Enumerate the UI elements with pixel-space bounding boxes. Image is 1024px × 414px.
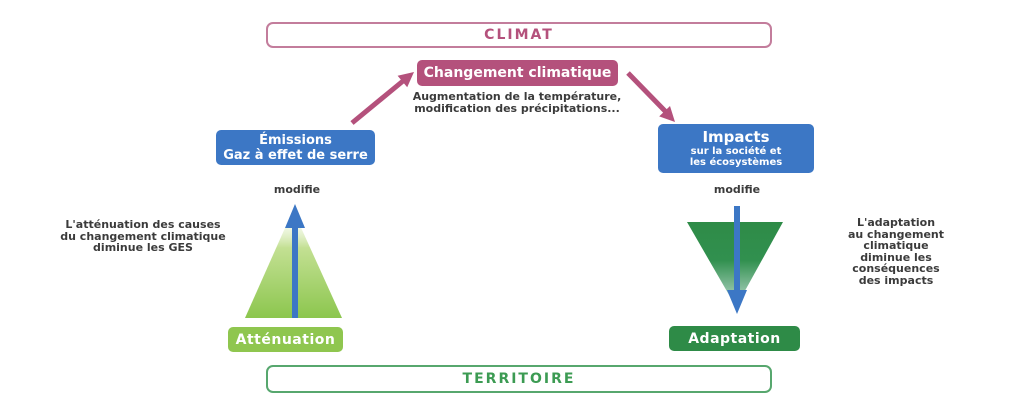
changement-climatique-box: Changement climatique — [417, 60, 618, 86]
attenuation-note: L'atténuation des causes du changement c… — [57, 219, 229, 254]
territoire-banner: TERRITOIRE — [266, 365, 772, 393]
adaptation-box: Adaptation — [669, 326, 800, 351]
emissions-line1: Émissions — [259, 132, 332, 148]
impacts-subtitle-line2: les écosystèmes — [689, 157, 783, 168]
modifie-label-left: modifie — [273, 183, 321, 196]
changement-subtitle-line1: Augmentation de la température, — [412, 90, 622, 103]
adaptation-note: L'adaptation au changement climatique di… — [816, 217, 976, 286]
attenuation-label: Atténuation — [235, 331, 336, 348]
attenuation-triangle — [245, 210, 342, 318]
arrow-up-icon — [285, 204, 305, 318]
adaptation-note-line2: au changement climatique — [847, 227, 945, 252]
adaptation-triangle — [687, 222, 783, 307]
attenuation-note-line3: diminue les GES — [93, 241, 193, 254]
attenuation-note-line1: L'atténuation des causes — [65, 218, 221, 231]
adaptation-note-line3: diminue les conséquences — [852, 250, 940, 275]
climat-label: CLIMAT — [484, 27, 554, 43]
emissions-box: Émissions Gaz à effet de serre — [216, 130, 375, 165]
modifie-label-right: modifie — [713, 183, 761, 196]
territoire-label: TERRITOIRE — [462, 371, 576, 387]
arrow-down-icon — [727, 206, 747, 314]
attenuation-note-line2: du changement climatique — [60, 229, 226, 243]
climat-banner: CLIMAT — [266, 22, 772, 48]
changement-subtitle: Augmentation de la température, modifica… — [387, 91, 647, 114]
changement-subtitle-line2: modification des précipitations... — [414, 101, 620, 115]
impacts-box: Impacts sur la société et les écosystème… — [658, 124, 814, 173]
adaptation-note-line1: L'adaptation — [856, 216, 936, 229]
impacts-title: Impacts — [702, 127, 770, 146]
impacts-subtitle-line1: sur la société et — [690, 145, 782, 157]
attenuation-box: Atténuation — [228, 327, 343, 352]
changement-climatique-label: Changement climatique — [423, 65, 612, 81]
emissions-line2: Gaz à effet de serre — [223, 147, 368, 163]
adaptation-label: Adaptation — [688, 330, 781, 347]
adaptation-note-line4: des impacts — [858, 273, 934, 287]
